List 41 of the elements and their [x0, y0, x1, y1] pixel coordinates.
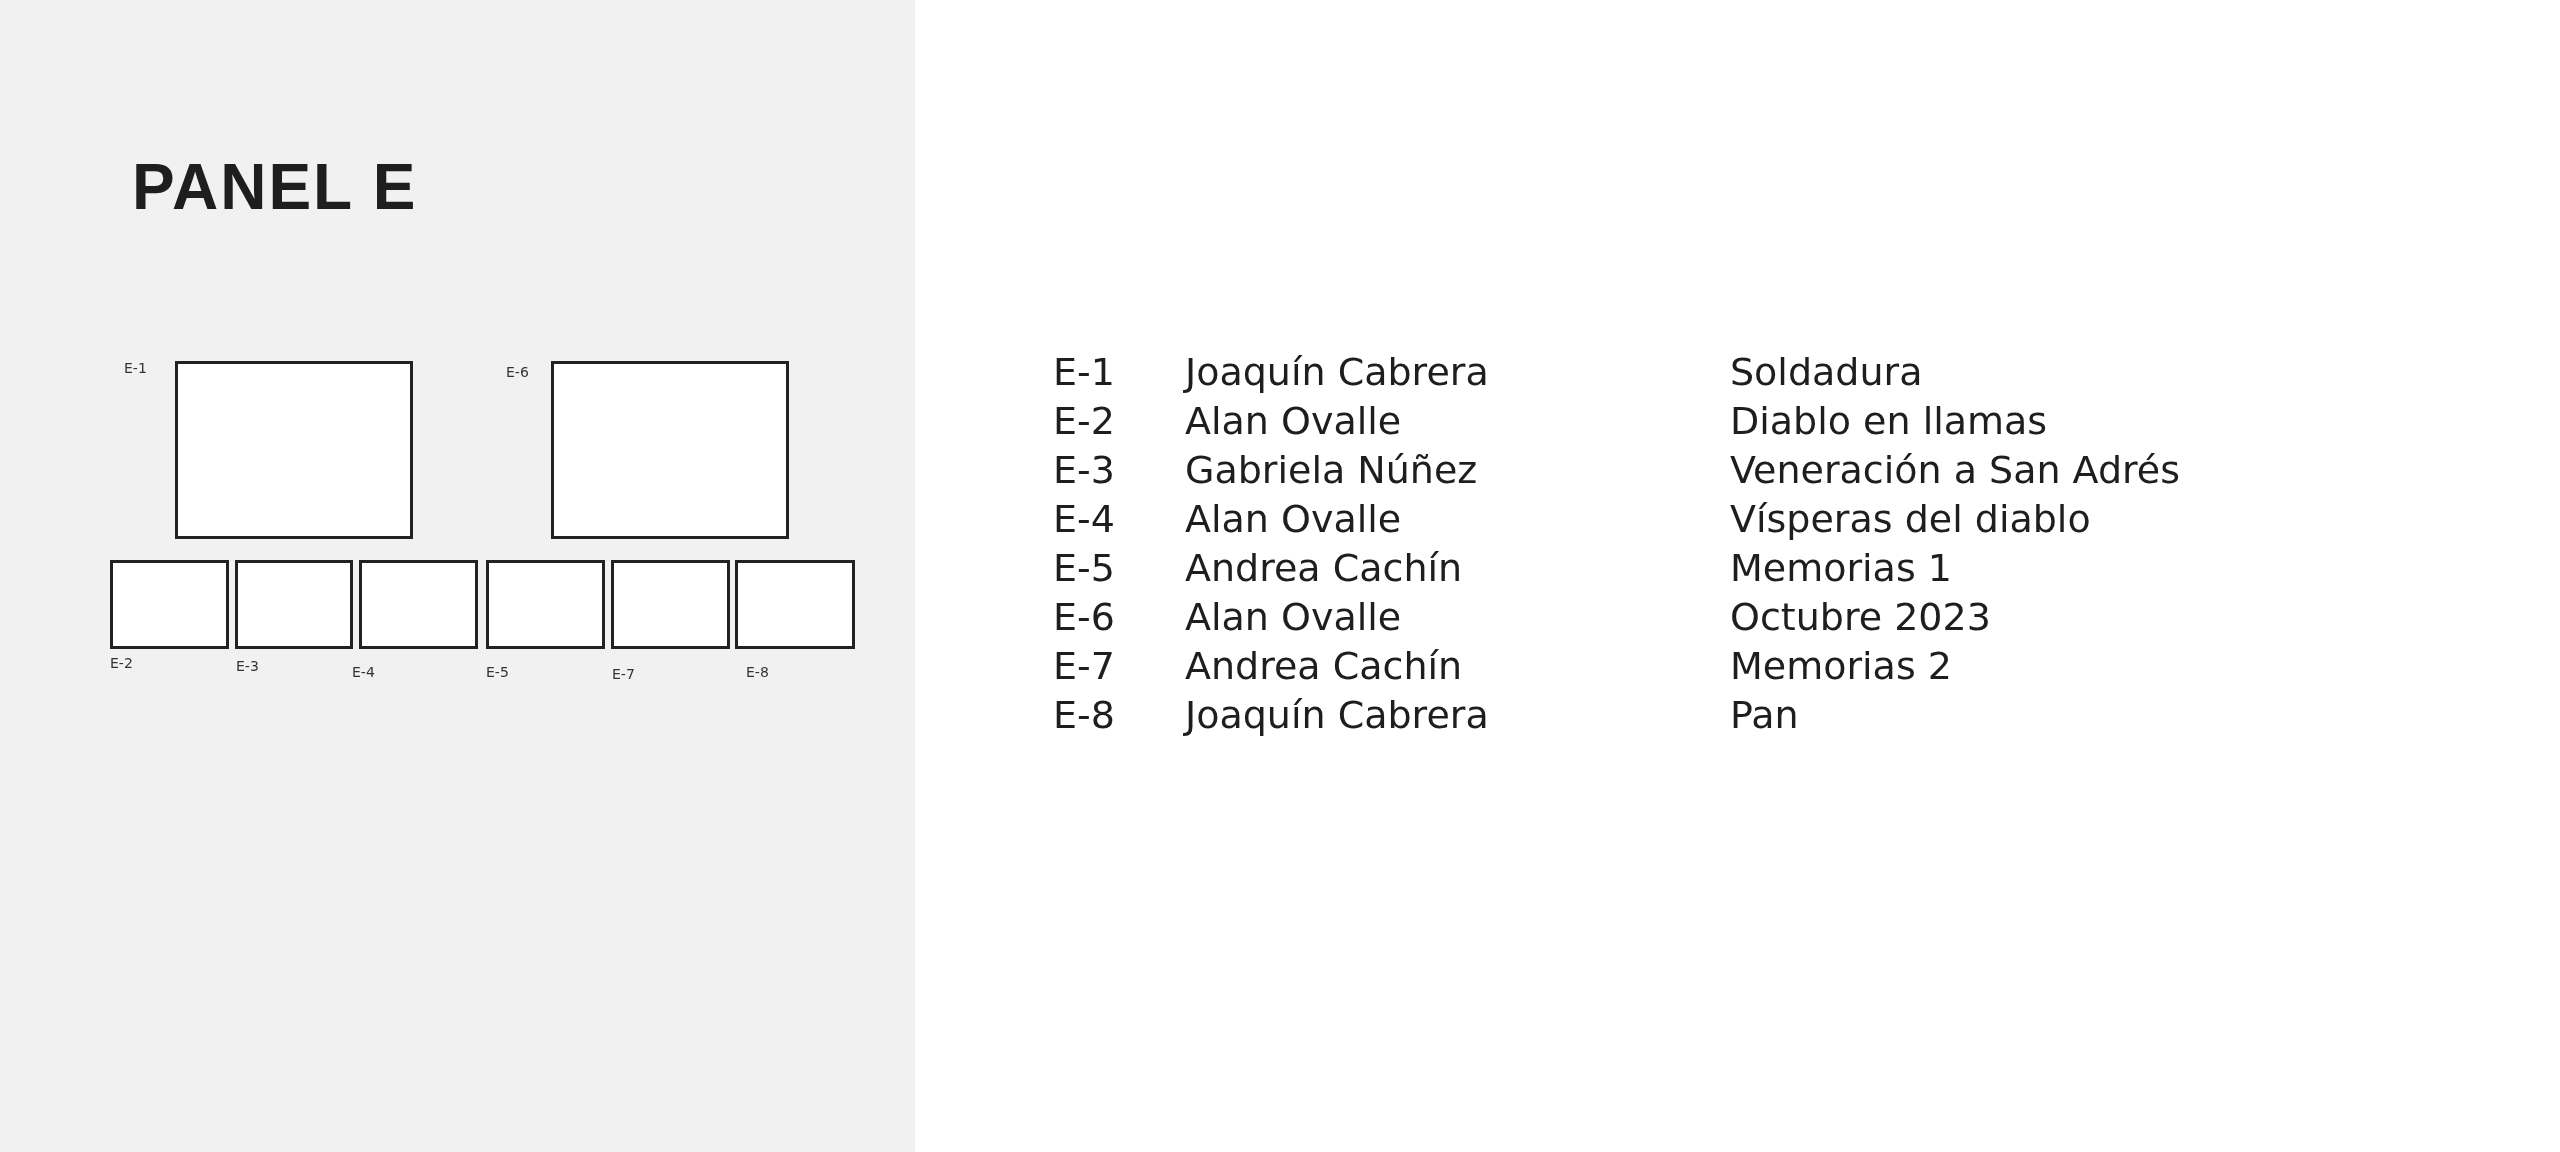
artwork-frame: [235, 560, 353, 649]
frame-code-label: E-8: [746, 664, 769, 680]
artwork-title: Octubre 2023: [1730, 594, 1991, 641]
artist-name: Alan Ovalle: [1185, 594, 1402, 641]
artwork-frame: [359, 560, 478, 649]
artist-name: Gabriela Núñez: [1185, 447, 1478, 494]
frame-code-label: E-1: [124, 360, 147, 376]
artwork-title: Vísperas del diablo: [1730, 496, 2091, 543]
artist-name: Alan Ovalle: [1185, 496, 1402, 543]
artwork-code: E-8: [1053, 692, 1115, 739]
artwork-title: Diablo en llamas: [1730, 398, 2048, 445]
artwork-title: Soldadura: [1730, 349, 1923, 396]
artist-name: Joaquín Cabrera: [1185, 349, 1489, 396]
artist-name: Andrea Cachín: [1185, 643, 1463, 690]
artist-name: Alan Ovalle: [1185, 398, 1402, 445]
artwork-frame: [611, 560, 730, 649]
artist-name: Joaquín Cabrera: [1185, 692, 1489, 739]
frame-code-label: E-2: [110, 655, 133, 671]
artwork-title: Veneración a San Adrés: [1730, 447, 2180, 494]
artwork-frame: [175, 361, 413, 539]
artwork-title: Memorias 2: [1730, 643, 1952, 690]
artwork-title: Pan: [1730, 692, 1799, 739]
artwork-code: E-7: [1053, 643, 1115, 690]
artwork-frame: [486, 560, 605, 649]
artwork-frame: [735, 560, 855, 649]
artwork-code: E-2: [1053, 398, 1115, 445]
artwork-frame: [110, 560, 229, 649]
artwork-code: E-5: [1053, 545, 1115, 592]
frame-code-label: E-6: [506, 364, 529, 380]
artwork-frame: [551, 361, 789, 539]
artwork-code: E-3: [1053, 447, 1115, 494]
frame-code-label: E-3: [236, 658, 259, 674]
artist-name: Andrea Cachín: [1185, 545, 1463, 592]
artwork-code: E-6: [1053, 594, 1115, 641]
panel-title: PANEL E: [132, 150, 418, 224]
frame-code-label: E-4: [352, 664, 375, 680]
artwork-title: Memorias 1: [1730, 545, 1952, 592]
frame-code-label: E-7: [612, 666, 635, 682]
frame-code-label: E-5: [486, 664, 509, 680]
artwork-code: E-4: [1053, 496, 1115, 543]
artwork-code: E-1: [1053, 349, 1115, 396]
